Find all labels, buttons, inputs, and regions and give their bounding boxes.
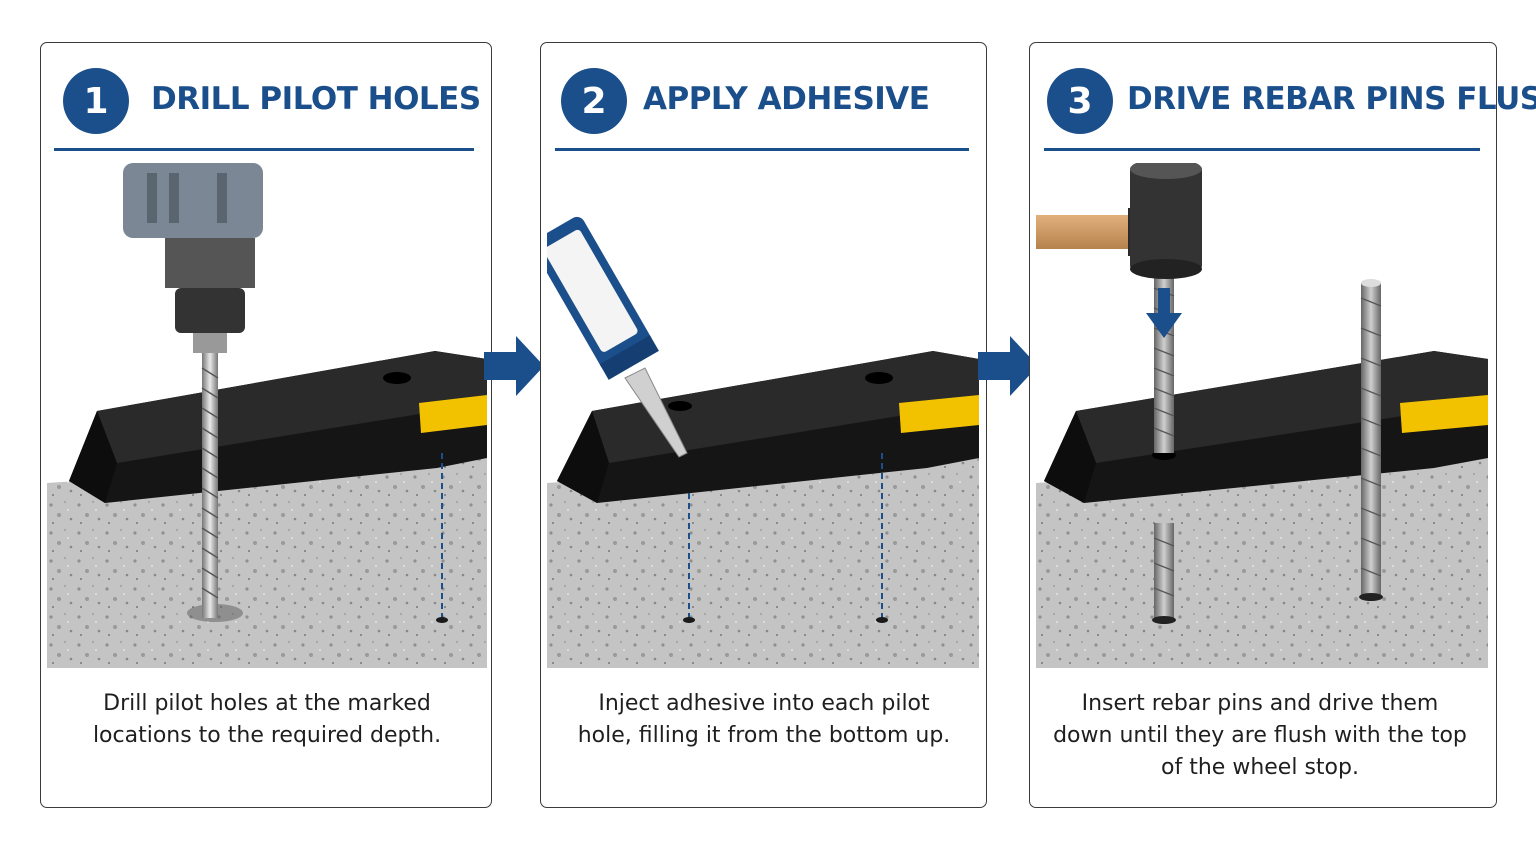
step-1-title: DRILL PILOT HOLES bbox=[151, 81, 481, 117]
hammer-icon bbox=[1036, 163, 1202, 279]
step-1-illustration bbox=[47, 163, 487, 668]
step-2-panel: 2 APPLY ADHESIVE bbox=[540, 42, 987, 808]
step-3-caption: Insert rebar pins and drive them down un… bbox=[1053, 691, 1467, 780]
right-arrow-icon bbox=[484, 336, 546, 400]
step-3-divider bbox=[1044, 148, 1480, 151]
step-2-divider bbox=[555, 148, 969, 151]
step-1-number-badge: 1 bbox=[63, 68, 129, 134]
down-arrow-icon bbox=[1146, 288, 1182, 338]
step-1-caption: Drill pilot holes at the marked location… bbox=[92, 691, 442, 748]
step-2-illustration bbox=[547, 163, 979, 668]
step-1-divider bbox=[54, 148, 474, 151]
step-3-panel: 3 DRIVE REBAR PINS FLUSH bbox=[1029, 42, 1536, 808]
step-1-panel: 1 DRILL PILOT HOLES bbox=[40, 42, 492, 808]
step-3-title: DRIVE REBAR PINS FLUSH bbox=[1127, 81, 1536, 117]
right-arrow-icon bbox=[978, 336, 1040, 400]
step-3-number-badge: 3 bbox=[1047, 68, 1113, 134]
step-3-illustration bbox=[1036, 163, 1488, 668]
step-2-number-badge: 2 bbox=[561, 68, 627, 134]
step-2-title: APPLY ADHESIVE bbox=[643, 81, 930, 117]
step-2-caption: Inject adhesive into each pilot hole, fi… bbox=[577, 691, 951, 748]
